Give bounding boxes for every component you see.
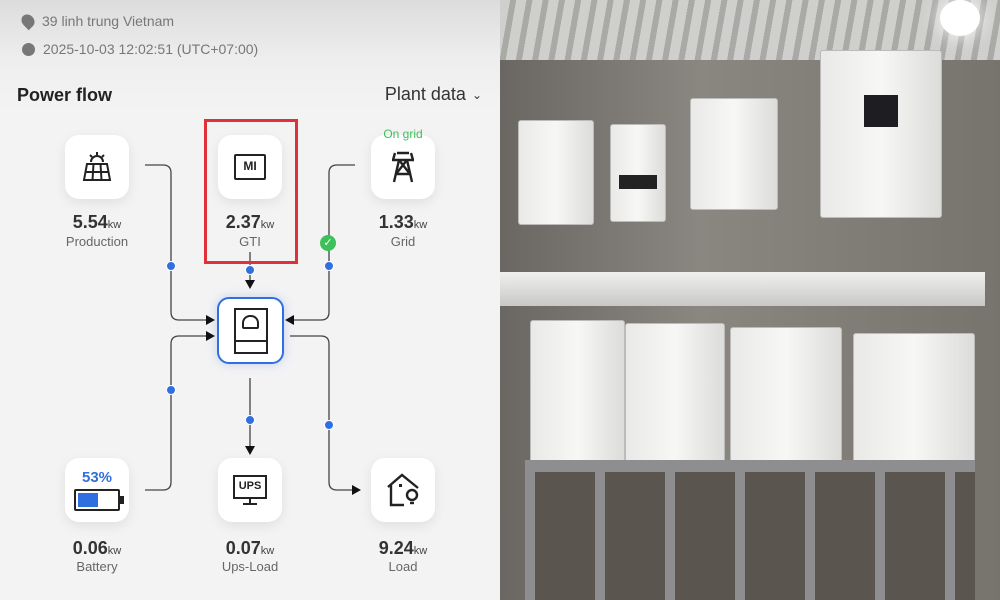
microinverter-icon: MI	[234, 154, 266, 180]
ups-inverter	[610, 124, 666, 222]
inverter-icon	[233, 307, 268, 354]
production-line	[145, 164, 207, 321]
production-label: Production	[65, 234, 129, 249]
highlight-box	[204, 119, 298, 264]
battery-module	[625, 323, 725, 473]
load-line	[290, 335, 352, 491]
power-flow-app: 39 linh trung Vietnam 2025-10-03 12:02:5…	[0, 0, 500, 600]
battery-icon	[74, 489, 124, 511]
battery-value: 0.06kw	[72, 538, 122, 558]
battery-rack	[525, 460, 975, 600]
plant-data-dropdown[interactable]: Plant data ⌄	[385, 84, 482, 105]
light-bulb	[940, 0, 980, 36]
shelf	[500, 272, 985, 306]
datetime-row: 2025-10-03 12:02:51 (UTC+07:00)	[22, 41, 258, 57]
installation-photo	[500, 0, 1000, 600]
flow-dot	[245, 415, 255, 425]
ups-label: Ups-Load	[221, 559, 279, 574]
arrow-icon	[352, 485, 361, 495]
battery-line	[145, 335, 207, 491]
battery-card[interactable]: 53%	[65, 458, 129, 522]
clock-icon	[22, 42, 35, 56]
combiner-box	[518, 120, 594, 225]
flow-dot	[166, 261, 176, 271]
grid-status: On grid	[383, 127, 423, 141]
hybrid-inverter	[820, 50, 942, 218]
flow-dot	[245, 265, 255, 275]
plant-data-label: Plant data	[384, 84, 466, 104]
solar-panel-icon	[82, 152, 112, 181]
arrow-icon	[206, 331, 215, 341]
arrow-icon	[285, 315, 294, 325]
flow-dot	[166, 385, 176, 395]
section-title: Power flow	[17, 85, 113, 105]
inverter-node[interactable]	[217, 297, 284, 364]
grid-card[interactable]	[371, 135, 435, 199]
ups-value: 0.07kw	[225, 538, 275, 558]
distribution-box	[690, 98, 778, 210]
flow-dot	[324, 261, 334, 271]
arrow-icon	[245, 280, 255, 289]
home-bulb-icon	[387, 473, 419, 507]
grid-label: Grid	[390, 234, 416, 249]
datetime-text: 2025-10-03 12:02:51 (UTC+07:00)	[43, 41, 259, 57]
production-value: 5.54kw	[72, 212, 122, 232]
load-value: 9.24kw	[378, 538, 428, 558]
ups-card[interactable]: UPS	[218, 458, 282, 522]
check-icon: ✓	[320, 235, 336, 251]
flow-dot	[324, 420, 334, 430]
power-tower-icon	[391, 151, 415, 183]
battery-module	[530, 320, 625, 465]
battery-label: Battery	[76, 559, 118, 574]
gti-label: GTI	[239, 234, 261, 249]
load-label: Load	[388, 559, 418, 574]
load-card[interactable]	[371, 458, 435, 522]
grid-value: 1.33kw	[378, 212, 428, 232]
battery-soc: 53%	[81, 469, 113, 486]
production-card[interactable]	[65, 135, 129, 199]
arrow-icon	[245, 446, 255, 455]
ups-monitor-icon: UPS	[233, 475, 267, 499]
gti-value: 2.37kw	[225, 212, 275, 232]
location-row: 39 linh trung Vietnam	[18, 11, 175, 31]
gti-card[interactable]: MI	[218, 135, 282, 199]
location-text: 39 linh trung Vietnam	[42, 13, 175, 29]
arrow-icon	[206, 315, 215, 325]
chevron-down-icon: ⌄	[471, 87, 482, 102]
